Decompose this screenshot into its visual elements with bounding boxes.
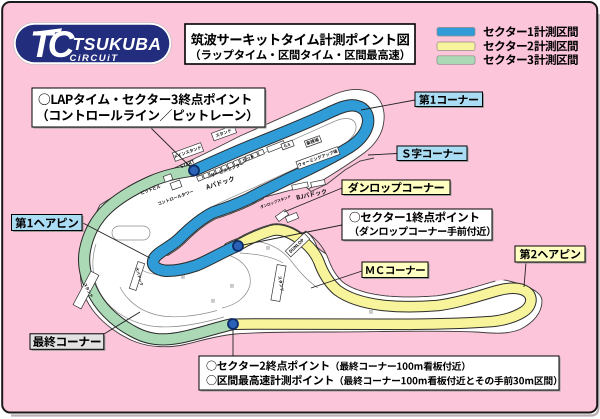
svg-text:TSUKUBA: TSUKUBA bbox=[72, 34, 161, 54]
svg-text:CiRCUiT: CiRCUiT bbox=[69, 53, 118, 64]
